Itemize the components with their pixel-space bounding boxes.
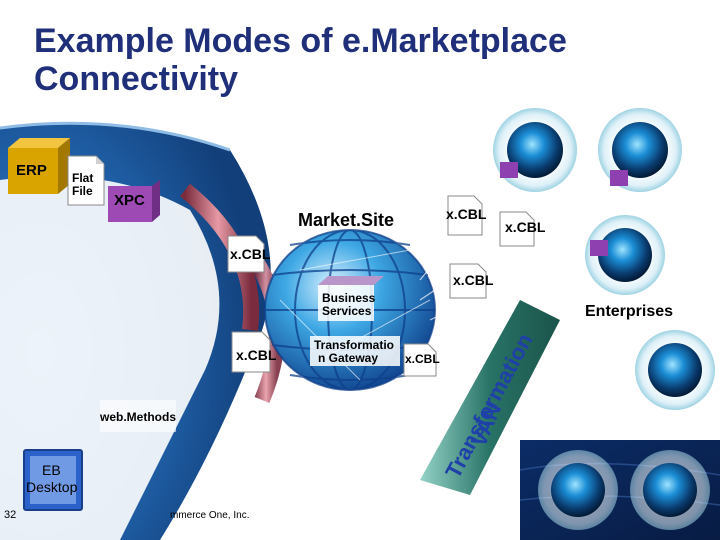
flat-file-document-icon — [67, 155, 105, 206]
xcbl-document-icon-left-mid — [227, 235, 265, 273]
enterprises-label: Enterprises — [585, 303, 673, 320]
xcbl-document-icon-center-low — [403, 343, 437, 377]
flat-file-label-line2: File — [72, 184, 93, 198]
connector-cube-2 — [610, 170, 628, 186]
connector-cube-3 — [590, 240, 608, 256]
page-number: 32 — [4, 509, 16, 521]
enterprise-node-3 — [585, 215, 665, 295]
enterprise-node-6 — [630, 450, 710, 530]
eb-desktop-label-line2: Desktop — [26, 479, 78, 495]
transformation-gateway-line2: n Gateway — [318, 351, 378, 365]
enterprise-node-4 — [635, 330, 715, 410]
erp-cube — [8, 138, 70, 194]
enterprise-node-1 — [493, 108, 577, 192]
erp-label: ERP — [16, 162, 47, 179]
xcbl-label-left-mid: x.CBL — [230, 246, 271, 262]
connector-cube-1 — [500, 162, 518, 178]
xcbl-label-right: x.CBL — [505, 219, 546, 235]
xcbl-document-icon-left-low — [231, 331, 271, 373]
xcbl-label-right-mid: x.CBL — [453, 272, 494, 288]
flat-file-label-line1: Flat — [72, 171, 93, 185]
xcbl-label-top: x.CBL — [446, 206, 487, 222]
business-services-line2: Services — [322, 304, 372, 318]
footer-text: mmerce One, Inc. — [170, 510, 249, 521]
transformation-band — [420, 300, 560, 495]
webmethods-label: web.Methods — [99, 410, 176, 424]
xcbl-document-icon-right — [499, 211, 535, 247]
eb-desktop-cube — [23, 449, 83, 511]
xcbl-label-left-low: x.CBL — [236, 347, 277, 363]
marketsite-label: Market.Site — [298, 210, 394, 230]
eb-desktop-label-line1: EB — [42, 462, 61, 478]
xcbl-document-icon-right-mid — [449, 263, 487, 299]
page-title: Example Modes of e.Marketplace Connectiv… — [34, 22, 567, 98]
transformation-gateway-line1: Transformatio — [314, 338, 394, 352]
enterprise-node-5 — [538, 450, 618, 530]
xpc-label: XPC — [114, 192, 145, 209]
xpc-cube — [108, 180, 160, 222]
transformation-gateway-box — [310, 336, 400, 366]
xcbl-label-center-low: x.CBL — [405, 352, 440, 366]
webmethods-box — [100, 400, 176, 432]
business-services-cube — [318, 276, 384, 321]
xcbl-document-icon-top — [447, 195, 483, 236]
business-services-line1: Business — [322, 291, 376, 305]
